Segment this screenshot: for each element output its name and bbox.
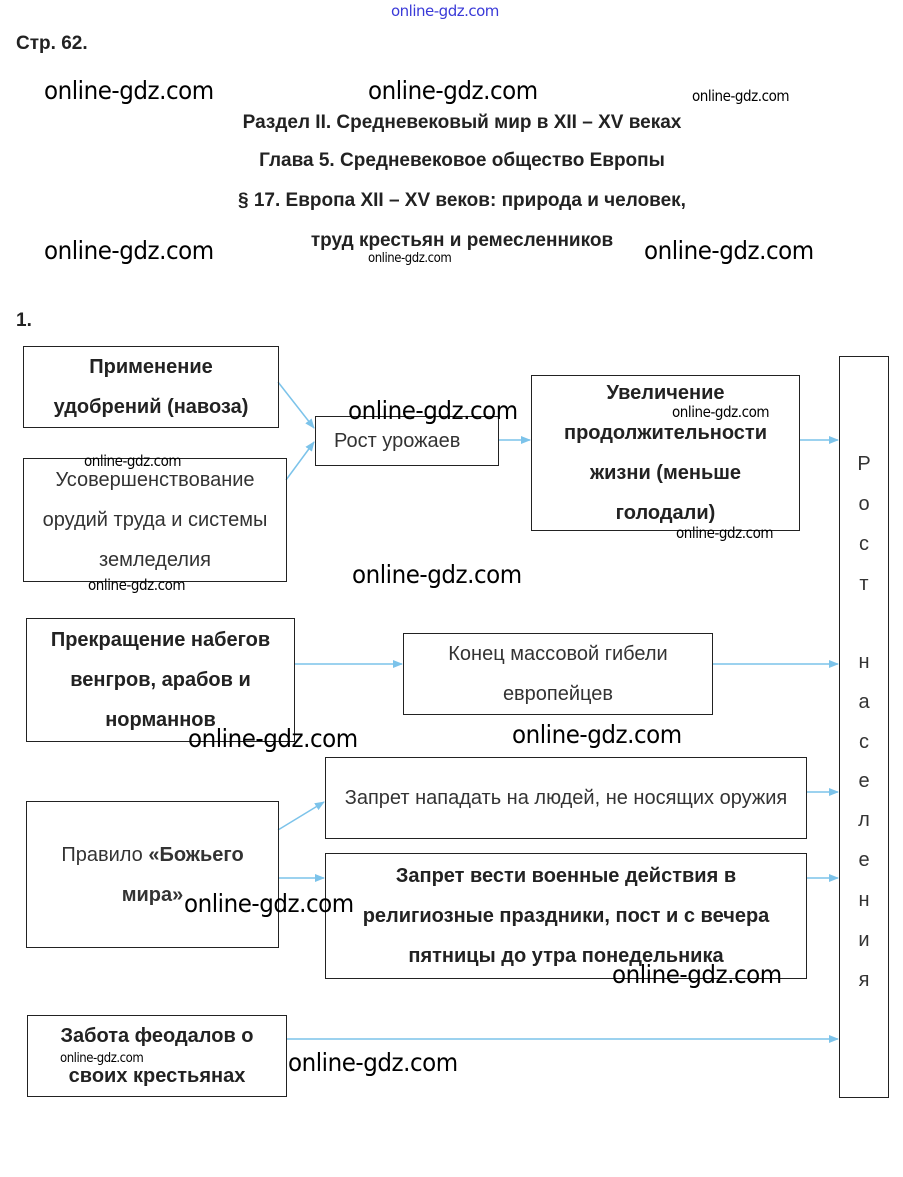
arrow [277, 381, 315, 429]
box-tools: Усовершенствование орудий труда и систем… [23, 458, 287, 582]
letter: т [859, 573, 869, 595]
box-harvest: Рост урожаев [315, 416, 499, 466]
box-text-bold: «Божьего мира» [121, 843, 244, 906]
page-label: Стр. 62. [16, 33, 88, 54]
box-text: Усовершенствование орудий труда и систем… [42, 469, 268, 571]
box-text: Правило [61, 843, 149, 866]
watermark: online-gdz.com [368, 76, 538, 105]
letter: я [858, 969, 870, 991]
watermark: online-gdz.com [368, 251, 452, 266]
arrow [277, 801, 325, 831]
section-heading: Раздел II. Средневековый мир в XII – XV … [242, 112, 682, 133]
box-text: Конец массовой гибели европейцев [448, 643, 668, 705]
letter: с [859, 731, 869, 753]
watermark: online-gdz.com [391, 2, 499, 20]
watermark: online-gdz.com [44, 236, 214, 265]
watermark: online-gdz.com [672, 403, 770, 421]
watermark: online-gdz.com [348, 396, 518, 425]
task-number: 1. [16, 310, 32, 331]
box-text: Рост урожаев [334, 430, 461, 452]
letter: е [858, 849, 870, 871]
watermark: online-gdz.com [84, 452, 182, 470]
letter: а [858, 691, 870, 713]
letter: с [859, 533, 869, 555]
box-text: Прекращение набегов венгров, арабов и но… [50, 629, 271, 731]
watermark: online-gdz.com [188, 724, 358, 753]
watermark: online-gdz.com [644, 236, 814, 265]
box-text: Применение удобрений (навоза) [53, 356, 249, 418]
watermark: online-gdz.com [352, 560, 522, 589]
box-peace-rule: Правило «Божьего мира» [26, 801, 279, 948]
box-text: Запрет вести военные действия в религиоз… [362, 865, 770, 967]
watermark: online-gdz.com [44, 76, 214, 105]
box-raids-end: Прекращение набегов венгров, арабов и но… [26, 618, 295, 742]
letter: л [858, 809, 870, 831]
letter: е [858, 770, 870, 792]
watermark: online-gdz.com [512, 720, 682, 749]
arrow [285, 441, 315, 481]
letter: н [858, 651, 870, 673]
letter: Р [857, 453, 871, 475]
box-text: Забота феодалов о своих крестьянах [60, 1025, 254, 1087]
box-text: Запрет нападать на людей, не носящих ору… [344, 787, 788, 809]
box-lifespan: Увеличение продолжительности жизни (мень… [531, 375, 800, 531]
box-deaths-end: Конец массовой гибели европейцев [403, 633, 713, 715]
watermark: online-gdz.com [288, 1048, 458, 1077]
watermark: online-gdz.com [88, 576, 186, 594]
watermark: online-gdz.com [676, 524, 774, 542]
box-fertilizer: Применение удобрений (навоза) [23, 346, 279, 428]
letter: н [858, 889, 870, 911]
box-ban-attack: Запрет нападать на людей, не носящих ору… [325, 757, 807, 839]
paragraph-heading-cont: труд крестьян и ремесленников [310, 230, 614, 251]
letter: и [858, 929, 870, 951]
box-lords-care: Забота феодалов о своих крестьянах [27, 1015, 287, 1097]
watermark: online-gdz.com [692, 87, 790, 105]
letter: о [858, 493, 870, 515]
watermark: online-gdz.com [612, 960, 782, 989]
box-population-growth: Р о с т н а с е л е н и я [839, 356, 889, 1098]
watermark: online-gdz.com [60, 1051, 144, 1066]
box-ban-war: Запрет вести военные действия в религиоз… [325, 853, 807, 979]
paragraph-heading: § 17. Европа XII – XV веков: природа и ч… [238, 190, 686, 211]
watermark: online-gdz.com [184, 889, 354, 918]
chapter-heading: Глава 5. Средневековое общество Европы [259, 150, 665, 171]
box-text: Увеличение продолжительности жизни (мень… [563, 382, 767, 524]
